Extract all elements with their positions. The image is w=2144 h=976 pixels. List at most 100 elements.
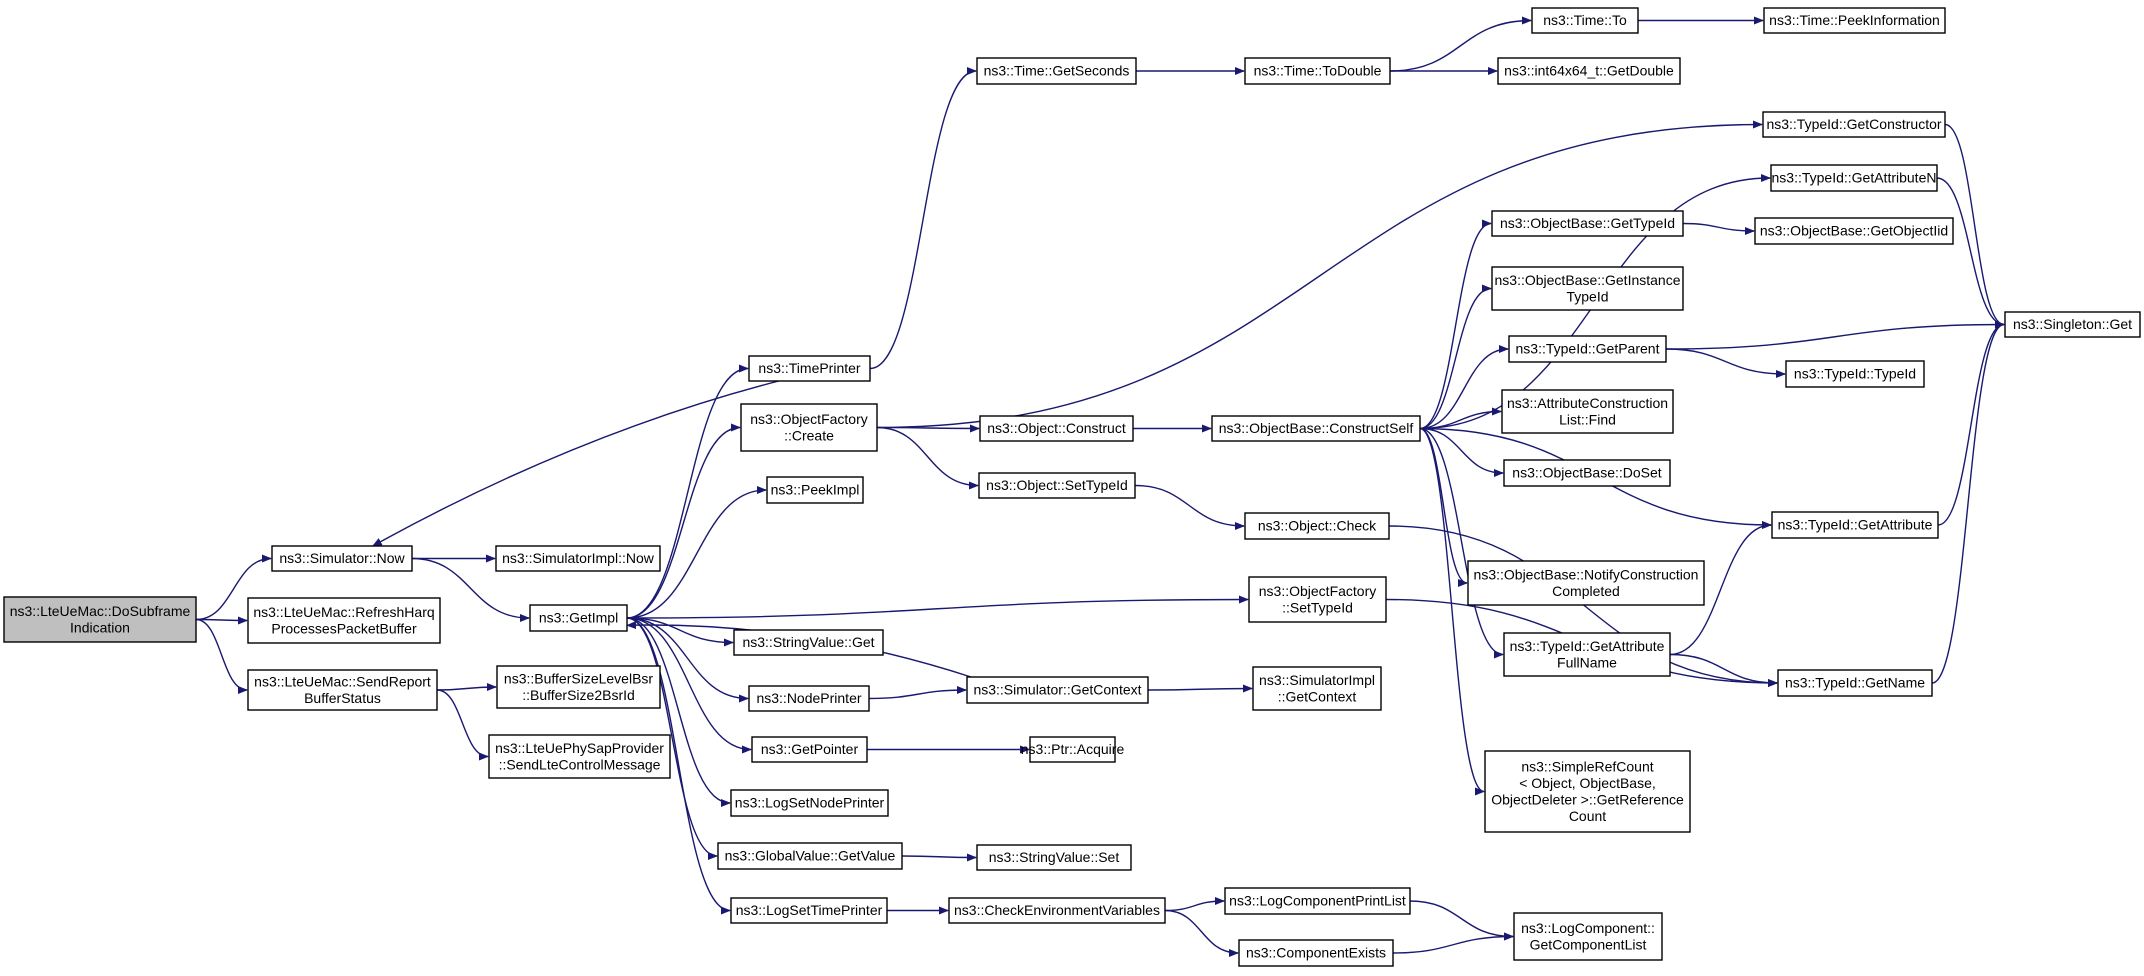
node-obgetobjtid[interactable]: ns3::ObjectBase::GetObjectIid (1754, 217, 1954, 245)
node-box-ofsettypeid[interactable] (1248, 576, 1387, 623)
node-timeto[interactable]: ns3::Time::To (1531, 7, 1639, 34)
node-obgettypeid[interactable]: ns3::ObjectBase::GetTypeId (1491, 210, 1684, 237)
node-box-logsetnp[interactable] (730, 789, 889, 817)
node-box-timeto[interactable] (1531, 7, 1639, 34)
node-box-tidtypeid[interactable] (1785, 360, 1925, 388)
node-box-objsettypeid[interactable] (978, 472, 1136, 499)
node-int64getdouble[interactable]: ns3::int64x64_t::GetDouble (1497, 57, 1681, 85)
node-box-ofcreate[interactable] (740, 403, 878, 452)
node-box-timeprinter[interactable] (748, 355, 871, 382)
node-box-gvgetvalue[interactable] (717, 842, 903, 870)
node-box-timepeek[interactable] (1763, 7, 1946, 34)
node-box-svget[interactable] (733, 629, 884, 656)
node-svget[interactable]: ns3::StringValue::Get (733, 629, 884, 656)
node-compexists[interactable]: ns3::ComponentExists (1238, 939, 1394, 967)
node-tidgetattr[interactable]: ns3::TypeId::GetAttribute (1771, 511, 1939, 539)
node-box-objconstruct[interactable] (979, 415, 1134, 442)
node-ofcreate[interactable]: ns3::ObjectFactory::Create (740, 403, 878, 452)
node-getimpl[interactable]: ns3::GetImpl (529, 604, 628, 632)
node-box-obgettypeid[interactable] (1491, 210, 1684, 237)
node-box-simimplgetctx[interactable] (1252, 666, 1382, 711)
node-obnotify[interactable]: ns3::ObjectBase::NotifyConstructionCompl… (1467, 560, 1705, 606)
node-box-obnotify[interactable] (1467, 560, 1705, 606)
node-box-svset[interactable] (976, 844, 1132, 871)
node-box-obconstructself[interactable] (1211, 415, 1421, 442)
node-box-tidgetattrfull[interactable] (1503, 632, 1671, 677)
node-box-logcompget[interactable] (1513, 912, 1663, 961)
node-box-timetodouble[interactable] (1244, 57, 1391, 85)
node-tidgetctor[interactable]: ns3::TypeId::GetConstructor (1762, 111, 1946, 138)
node-box-peekimpl[interactable] (766, 476, 864, 504)
node-box-sendreport[interactable] (247, 669, 438, 711)
node-box-obdoset[interactable] (1503, 459, 1671, 487)
node-box-timegetsec[interactable] (976, 57, 1137, 85)
node-box-logcompprint[interactable] (1224, 887, 1411, 915)
node-box-checkenv[interactable] (948, 897, 1166, 924)
node-objconstruct[interactable]: ns3::Object::Construct (979, 415, 1134, 442)
node-box-objcheck[interactable] (1244, 512, 1390, 540)
node-ofsettypeid[interactable]: ns3::ObjectFactory::SetTypeId (1248, 576, 1387, 623)
node-timetodouble[interactable]: ns3::Time::ToDouble (1244, 57, 1391, 85)
node-tidgetattrn[interactable]: ns3::TypeId::GetAttributeN (1770, 164, 1938, 192)
node-box-singletonget[interactable] (2004, 311, 2141, 338)
node-box-tidgetattr[interactable] (1771, 511, 1939, 539)
node-singletonget[interactable]: ns3::Singleton::Get (2004, 311, 2141, 338)
node-box-phy[interactable] (488, 734, 671, 779)
node-obconstructself[interactable]: ns3::ObjectBase::ConstructSelf (1211, 415, 1421, 442)
node-bsr[interactable]: ns3::BufferSizeLevelBsr::BufferSize2BsrI… (496, 665, 661, 709)
node-box-tidgetctor[interactable] (1762, 111, 1946, 138)
node-box-simgetctx[interactable] (966, 676, 1149, 704)
node-box-simnow[interactable] (271, 545, 413, 572)
node-timepeek[interactable]: ns3::Time::PeekInformation (1763, 7, 1946, 34)
node-box-tidgetattrn[interactable] (1770, 164, 1938, 192)
node-simnow[interactable]: ns3::Simulator::Now (271, 545, 413, 572)
node-box-logsettp[interactable] (730, 897, 888, 924)
node-box-refresh[interactable] (247, 597, 441, 644)
node-objsettypeid[interactable]: ns3::Object::SetTypeId (978, 472, 1136, 499)
node-box-nodeprinter[interactable] (748, 685, 870, 712)
node-svset[interactable]: ns3::StringValue::Set (976, 844, 1132, 871)
node-obdoset[interactable]: ns3::ObjectBase::DoSet (1503, 459, 1671, 487)
node-box-obgetobjtid[interactable] (1754, 217, 1954, 245)
node-logsettp[interactable]: ns3::LogSetTimePrinter (730, 897, 888, 924)
node-box-obgetinst[interactable] (1491, 266, 1684, 311)
node-checkenv[interactable]: ns3::CheckEnvironmentVariables (948, 897, 1166, 924)
node-peekimpl[interactable]: ns3::PeekImpl (766, 476, 864, 504)
node-box-srcount[interactable] (1484, 750, 1691, 833)
node-box-ptracquire[interactable] (1029, 736, 1116, 763)
node-getpointer[interactable]: ns3::GetPointer (751, 736, 868, 763)
node-box-getimpl[interactable] (529, 604, 628, 632)
node-logcompprint[interactable]: ns3::LogComponentPrintList (1224, 887, 1411, 915)
node-phy[interactable]: ns3::LteUePhySapProvider::SendLteControl… (488, 734, 671, 779)
node-box-root[interactable] (3, 596, 197, 643)
node-simimplnow[interactable]: ns3::SimulatorImpl::Now (495, 545, 661, 572)
node-box-getpointer[interactable] (751, 736, 868, 763)
node-box-simimplnow[interactable] (495, 545, 661, 572)
node-nodeprinter[interactable]: ns3::NodePrinter (748, 685, 870, 712)
node-simgetctx[interactable]: ns3::Simulator::GetContext (966, 676, 1149, 704)
node-gvgetvalue[interactable]: ns3::GlobalValue::GetValue (717, 842, 903, 870)
node-box-bsr[interactable] (496, 665, 661, 709)
node-tidtypeid[interactable]: ns3::TypeId::TypeId (1785, 360, 1925, 388)
node-box-compexists[interactable] (1238, 939, 1394, 967)
node-srcount[interactable]: ns3::SimpleRefCount< Object, ObjectBase,… (1484, 750, 1691, 833)
node-objcheck[interactable]: ns3::Object::Check (1244, 512, 1390, 540)
node-logcompget[interactable]: ns3::LogComponent::GetComponentList (1513, 912, 1663, 961)
node-timeprinter[interactable]: ns3::TimePrinter (748, 355, 871, 382)
node-tidgetparent[interactable]: ns3::TypeId::GetParent (1508, 335, 1667, 363)
node-logsetnp[interactable]: ns3::LogSetNodePrinter (730, 789, 889, 817)
node-refresh[interactable]: ns3::LteUeMac::RefreshHarqProcessesPacke… (247, 597, 441, 644)
node-tidgetname[interactable]: ns3::TypeId::GetName (1777, 669, 1933, 697)
node-box-acfind[interactable] (1501, 389, 1674, 434)
node-ptracquire[interactable]: ns3::Ptr::Acquire (1021, 736, 1125, 763)
node-box-tidgetname[interactable] (1777, 669, 1933, 697)
node-simimplgetctx[interactable]: ns3::SimulatorImpl::GetContext (1252, 666, 1382, 711)
node-box-int64getdouble[interactable] (1497, 57, 1681, 85)
node-box-tidgetparent[interactable] (1508, 335, 1667, 363)
node-timegetsec[interactable]: ns3::Time::GetSeconds (976, 57, 1137, 85)
